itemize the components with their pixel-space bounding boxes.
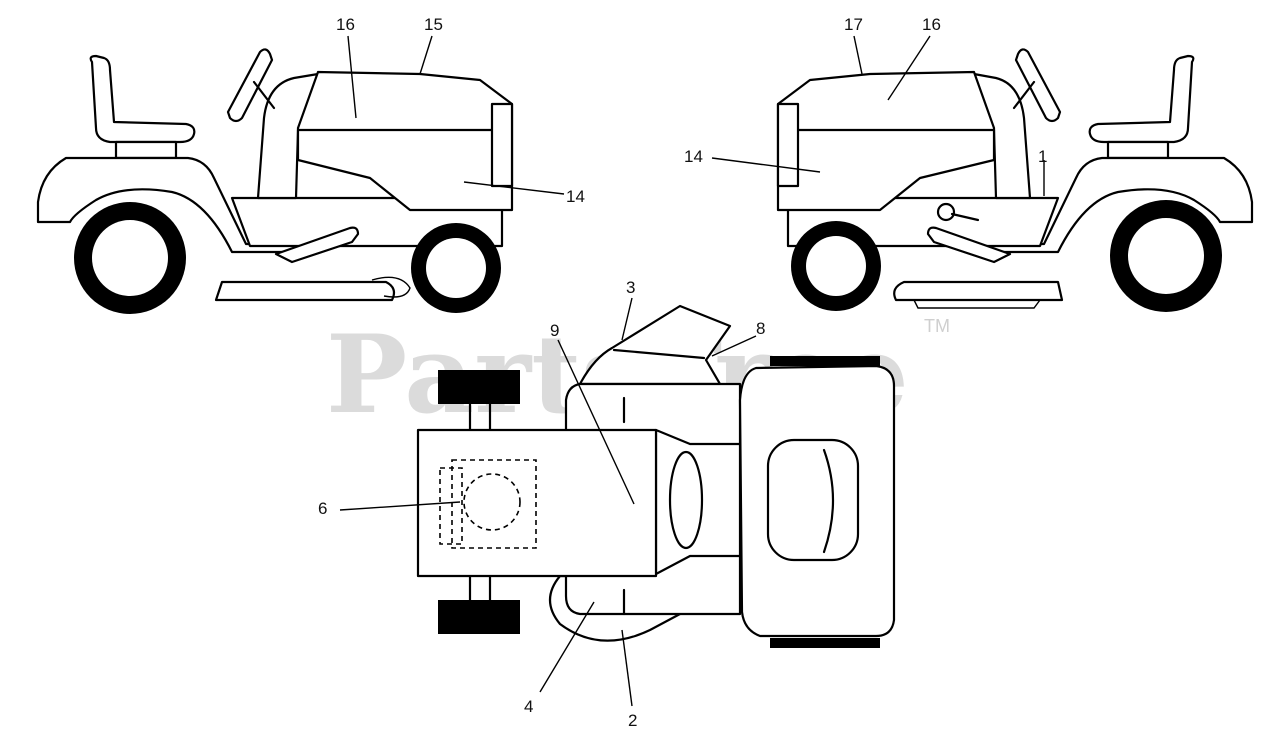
front-tire-top (770, 356, 880, 366)
callout-2: 2 (628, 711, 637, 730)
foot-pedal (926, 226, 1012, 264)
callout-16-left: 16 (336, 15, 355, 34)
discharge-chute (578, 304, 732, 386)
rear-tire-bottom (438, 600, 520, 634)
front-wheel (411, 223, 501, 313)
trademark-symbol: TM (924, 316, 950, 336)
grille (490, 102, 514, 188)
lift-lever (936, 202, 980, 222)
tractor-left-side-view: 16 15 14 (36, 15, 585, 314)
callout-1: 1 (1038, 147, 1047, 166)
callout-14-left: 14 (566, 187, 585, 206)
callout-15: 15 (424, 15, 443, 34)
callout-9: 9 (550, 321, 559, 340)
foot-pedal (274, 226, 360, 264)
front-tire-bottom (770, 638, 880, 648)
deck-cable (371, 276, 411, 298)
hood (776, 70, 996, 212)
callout-8: 8 (756, 319, 765, 338)
rear-wheel (74, 202, 186, 314)
mower-deck (893, 280, 1064, 302)
front-wheel (791, 221, 881, 311)
tractor-top-view: 3 9 8 6 4 2 (318, 278, 896, 730)
hood (296, 70, 514, 212)
seat-base (114, 140, 178, 160)
decal-outline (451, 459, 537, 549)
callout-3: 3 (626, 278, 635, 297)
decal-circle (463, 473, 521, 531)
steering-wheel (1014, 48, 1062, 123)
seat (89, 54, 196, 144)
steering-shaft (252, 80, 276, 110)
callout-16-right: 16 (922, 15, 941, 34)
decal-tab (439, 467, 463, 545)
grille (776, 102, 800, 188)
steering-wheel (226, 48, 274, 123)
callout-6: 6 (318, 499, 327, 518)
seat-base (1106, 140, 1170, 160)
deck-skirt (913, 299, 1041, 309)
steering-shaft (1012, 80, 1036, 110)
callout-14-right: 14 (684, 147, 703, 166)
seat-area (416, 428, 658, 578)
rear-tire-top (438, 370, 520, 404)
callout-17: 17 (844, 15, 863, 34)
headlight-curve (822, 448, 835, 554)
headlight-panel (766, 438, 860, 562)
engine-cover (668, 450, 704, 550)
seat (1088, 54, 1195, 144)
rear-fender (36, 156, 302, 254)
tractor-right-side-view: 17 16 14 1 (684, 15, 1254, 312)
rear-fender (988, 156, 1254, 254)
callout-4: 4 (524, 697, 533, 716)
rear-wheel (1110, 200, 1222, 312)
mower-deck (214, 280, 396, 302)
